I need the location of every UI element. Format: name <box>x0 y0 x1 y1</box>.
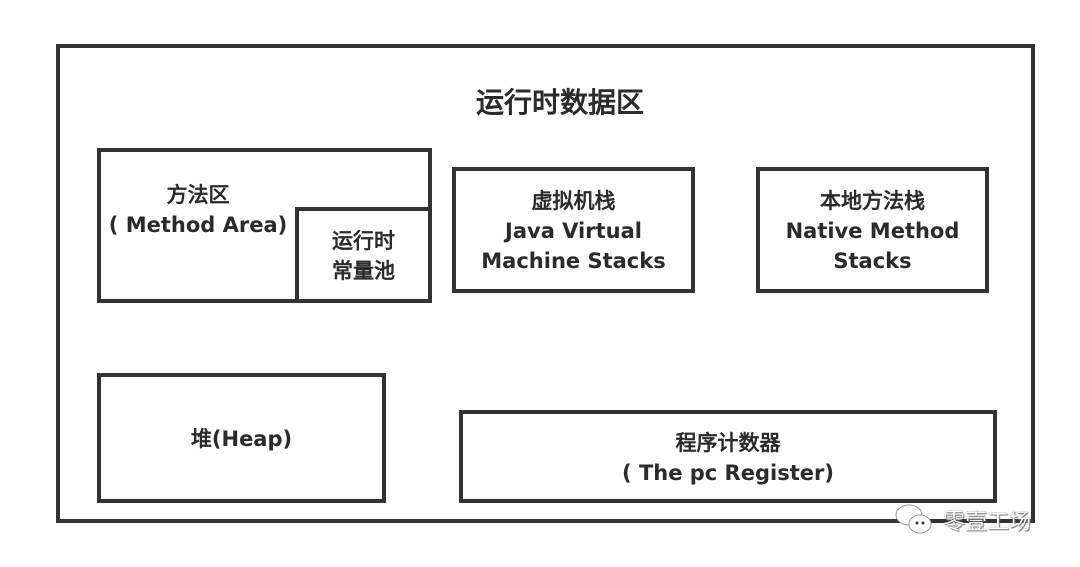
watermark: 零壹工场 <box>893 502 1031 538</box>
diagram-title: 运行时数据区 <box>475 86 644 119</box>
native-stacks-line1: 本地方法栈 <box>820 189 925 213</box>
constant-pool-line1: 运行时 <box>332 229 395 253</box>
native-stacks-line2: Native Method <box>785 219 960 243</box>
heap-box <box>97 373 386 503</box>
wechat-icon <box>895 504 932 534</box>
jvm-stacks-line3: Machine Stacks <box>481 249 666 273</box>
pc-register-box <box>459 410 997 503</box>
constant-pool-box <box>295 207 432 303</box>
pc-register-line1: 程序计数器 <box>675 431 781 455</box>
constant-pool-label: 运行时 常量池 <box>295 226 432 286</box>
native-stacks-box <box>756 167 989 293</box>
native-stacks-line3: Stacks <box>833 249 912 273</box>
method-area-en: ( Method Area) <box>108 213 288 237</box>
pc-register-label: 程序计数器 ( The pc Register) <box>459 428 997 488</box>
method-area-cn: 方法区 <box>166 183 230 207</box>
jvm-stacks-box <box>452 167 695 293</box>
jvm-stacks-line1: 虚拟机栈 <box>531 189 616 213</box>
jvm-stacks-label: 虚拟机栈 Java Virtual Machine Stacks <box>452 186 695 276</box>
watermark-text: 零壹工场 <box>943 510 1032 535</box>
native-stacks-label: 本地方法栈 Native Method Stacks <box>756 186 989 276</box>
constant-pool-line2: 常量池 <box>332 259 395 283</box>
method-area-label: 方法区 ( Method Area) <box>100 180 296 240</box>
heap-label: 堆(Heap) <box>190 427 293 451</box>
jvm-stacks-line2: Java Virtual <box>505 219 642 243</box>
pc-register-line2: ( The pc Register) <box>622 461 834 485</box>
